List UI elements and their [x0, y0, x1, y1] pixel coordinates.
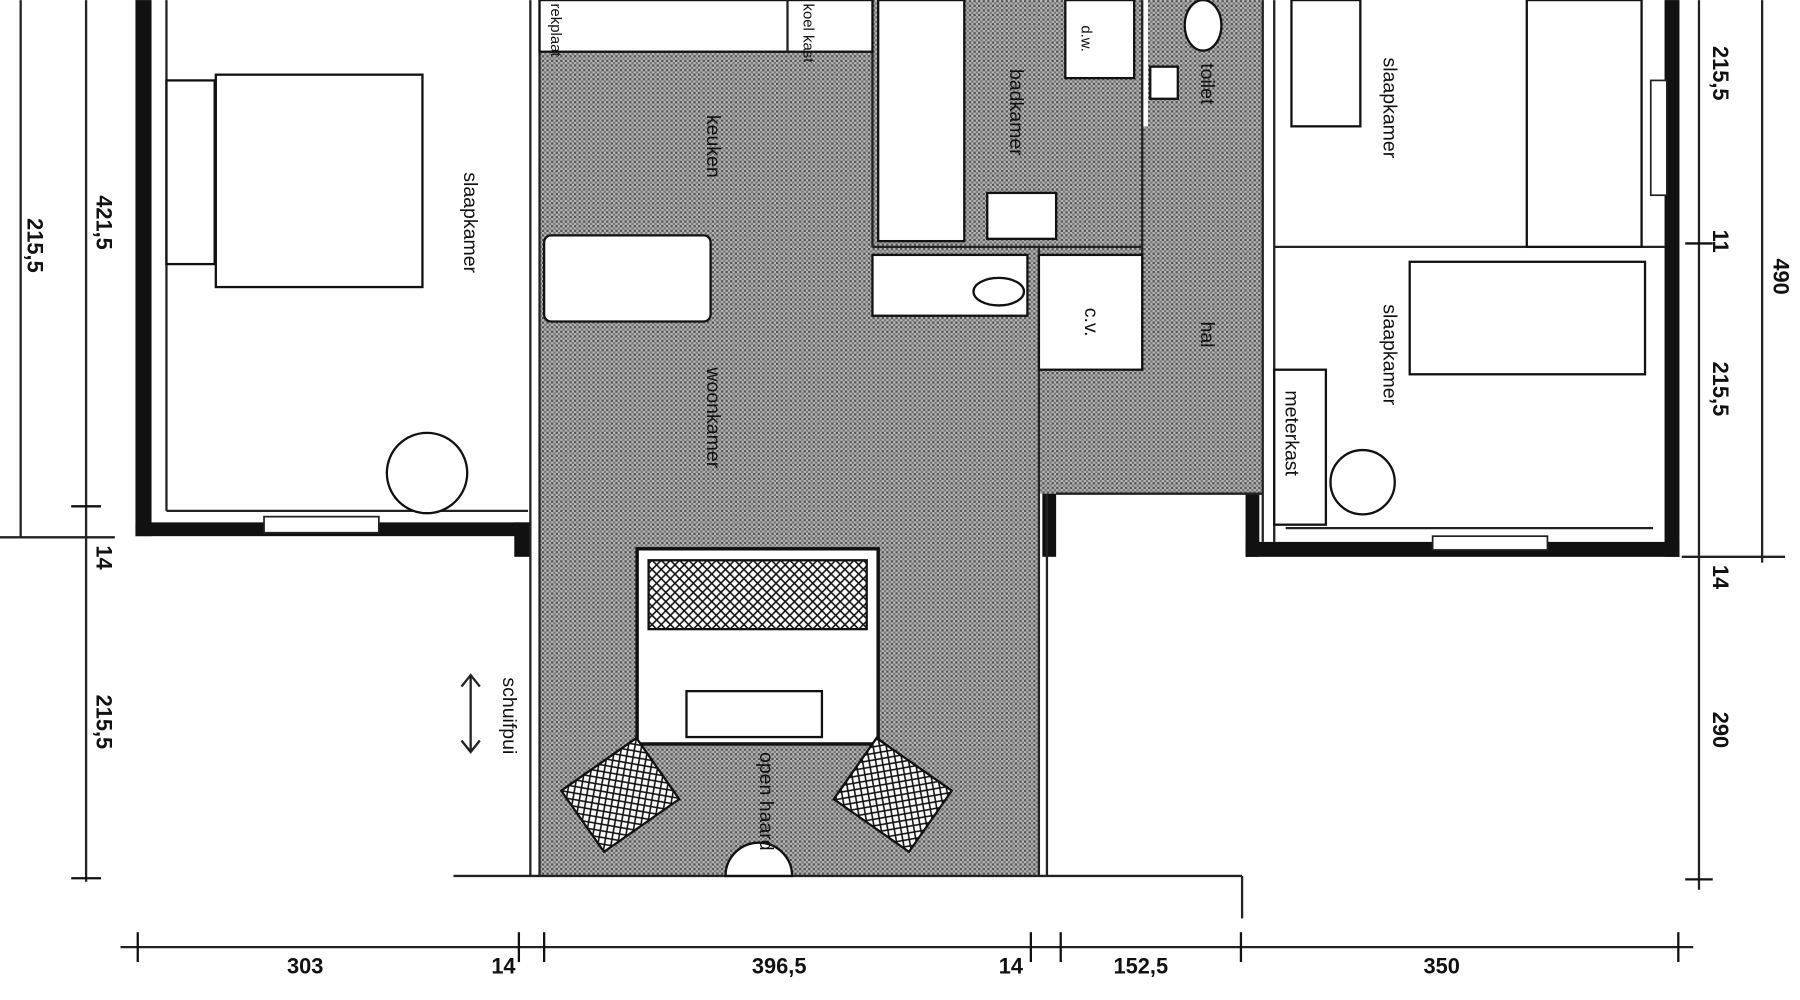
dimension-lines: 303 14 396,5 14 152,5 350 215,5 11 215,5…	[0, 0, 1794, 979]
dim-bottom-4: 14	[999, 954, 1023, 979]
dim-right-1: 215,5	[1708, 46, 1733, 101]
fixtures	[165, 0, 1647, 878]
dim-right-4: 14	[1708, 565, 1733, 589]
label-meter-cupboard: meterkast	[1281, 390, 1303, 476]
dim-right-3: 215,5	[1708, 362, 1733, 417]
dim-right-outer: 490	[1769, 258, 1794, 294]
label-washer: d.w.	[1077, 25, 1094, 52]
dim-bottom-2: 14	[491, 954, 515, 979]
dim-left-outer: 215,5	[23, 218, 48, 273]
room-labels: slaapkamer keuken woonkamer badkamer toi…	[459, 4, 1401, 851]
dim-left-2: 14	[91, 545, 116, 569]
label-bedroom-left: slaapkamer	[459, 172, 481, 273]
label-sliding-door: schuifpui	[498, 677, 520, 754]
label-bedroom-right-top: slaapkamer	[1378, 57, 1400, 158]
label-fireplace: open haard	[755, 752, 777, 851]
label-fridge: koel kast	[800, 4, 817, 64]
dim-bottom-1: 303	[287, 954, 323, 979]
walls	[135, 0, 1680, 919]
label-bedroom-right-bottom: slaapkamer	[1378, 304, 1400, 405]
dim-left-3: 215,5	[91, 695, 116, 750]
label-hall: hal	[1196, 321, 1218, 347]
dim-bottom-6: 350	[1423, 954, 1459, 979]
label-living: woonkamer	[702, 366, 724, 468]
label-kitchen: keuken	[702, 115, 724, 178]
dim-right-2: 11	[1708, 230, 1733, 253]
label-bathroom: badkamer	[1005, 69, 1027, 156]
label-shelf: rekplaat	[547, 4, 564, 58]
label-toilet: toilet	[1196, 63, 1218, 105]
dim-bottom-5: 152,5	[1114, 954, 1169, 979]
dim-right-5: 290	[1708, 712, 1733, 748]
label-cv: c.v.	[1080, 308, 1102, 337]
dim-left-1: 421,5	[91, 195, 116, 250]
dim-bottom-3: 396,5	[752, 954, 807, 979]
